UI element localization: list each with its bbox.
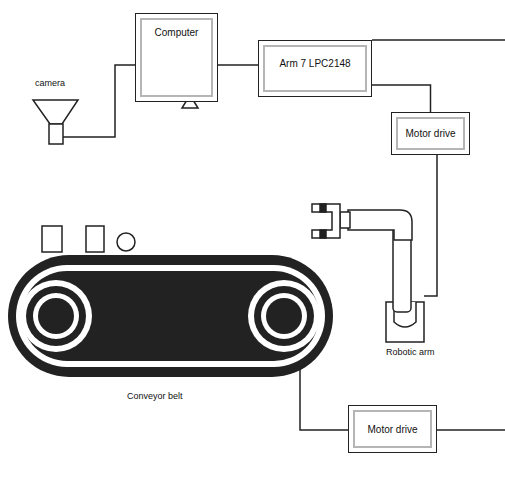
conveyor-label: Conveyor belt xyxy=(127,391,183,401)
wire-out xyxy=(437,429,505,431)
box-text: Arm 7 LPC2148 xyxy=(259,57,371,70)
controller-box: Arm 7 LPC2148 xyxy=(258,40,372,97)
box-text: Motor drive xyxy=(349,423,436,436)
camera-label: camera xyxy=(35,78,65,88)
robotic-arm xyxy=(312,204,424,342)
box-text: Computer xyxy=(136,26,217,39)
box-text: Motor drive xyxy=(392,127,469,140)
conveyor-belt xyxy=(8,255,333,377)
arm-wire xyxy=(424,155,437,296)
motor-drive-box: Motor drive xyxy=(348,405,437,453)
computer-box: Computer xyxy=(135,13,218,102)
connector xyxy=(372,85,431,112)
camera-wire xyxy=(63,65,135,137)
connector xyxy=(218,64,258,66)
conveyor-objects xyxy=(42,226,135,252)
motor-drive-box: Motor drive xyxy=(391,112,470,155)
robotic-arm-label: Robotic arm xyxy=(386,347,435,357)
wire-out xyxy=(372,39,505,41)
